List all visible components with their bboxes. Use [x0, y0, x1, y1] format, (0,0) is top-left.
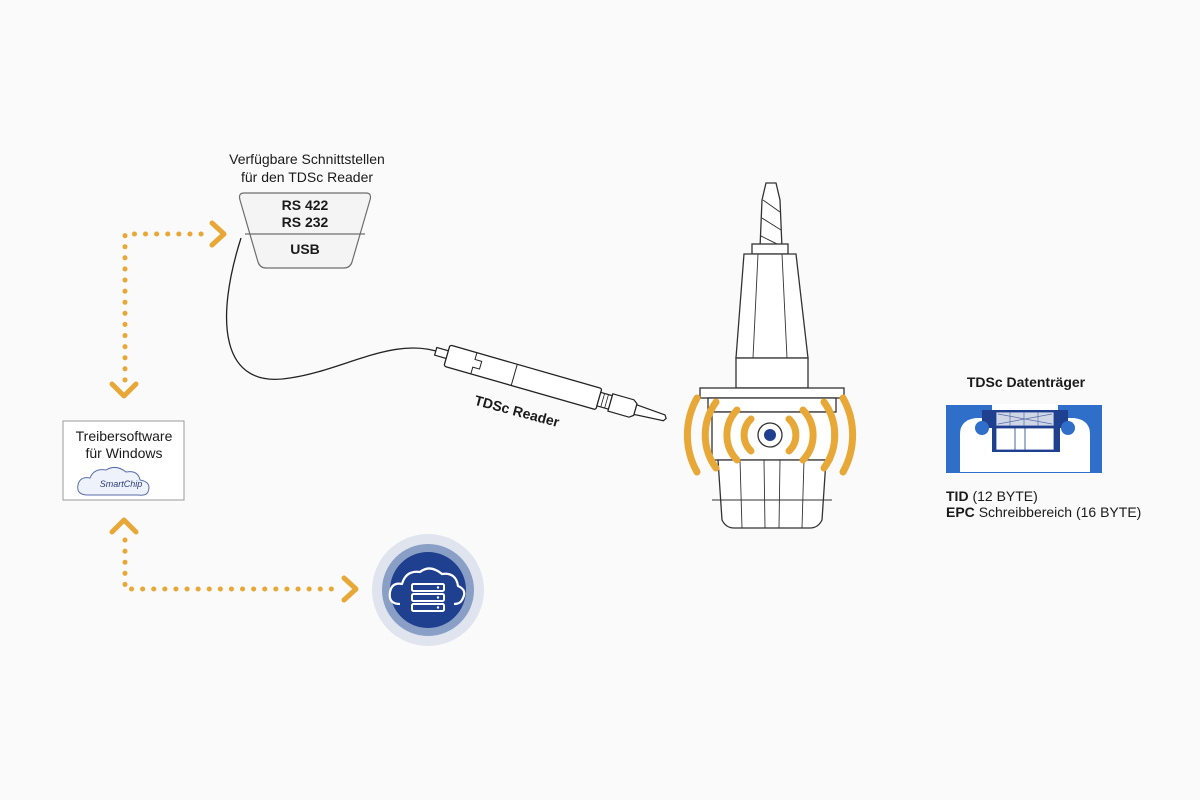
interface-usb-label: USB [290, 241, 320, 257]
arrowhead-up [109, 517, 139, 535]
signal-waves-icon [683, 394, 857, 476]
interface-connector [238, 192, 372, 269]
tid-value: (12 BYTE) [972, 488, 1038, 504]
interface-rs422-label: RS 422 [281, 197, 329, 213]
smartchip-logo-text: SmartChip [99, 479, 143, 489]
arrowhead-down [109, 381, 139, 399]
dotted-connector-top [122, 231, 208, 383]
dotted-connector-bottom [122, 537, 345, 592]
epc-spec: EPC Schreibbereich (16 BYTE) [946, 504, 1141, 520]
interface-rs232-label: RS 232 [281, 214, 329, 230]
arrowhead-right-top [209, 220, 227, 248]
tool-holder [699, 182, 845, 529]
tid-key: TID [946, 488, 969, 504]
driver-title-line2: für Windows [85, 445, 163, 461]
tdsc-reader-device [433, 344, 667, 422]
driver-title-line1: Treibersoftware [75, 428, 173, 444]
epc-key: EPC [946, 504, 975, 520]
data-carrier-section [946, 404, 1102, 473]
chip-marker [757, 422, 783, 448]
data-carrier-title: TDSc Datenträger [966, 374, 1086, 390]
epc-value: Schreibbereich (16 BYTE) [978, 504, 1142, 520]
tid-spec: TID (12 BYTE) [946, 488, 1038, 504]
interfaces-title-line2: für den TDSc Reader [240, 169, 374, 185]
cloud-logo-icon [77, 466, 150, 496]
interfaces-title-line1: Verfügbare Schnittstellen [229, 151, 385, 167]
reader-cable [225, 237, 443, 380]
cloud-server-icon [372, 534, 484, 646]
interfaces-title: Verfügbare Schnittstellen für den TDSc R… [200, 150, 414, 186]
arrowhead-right-bottom [341, 575, 359, 603]
